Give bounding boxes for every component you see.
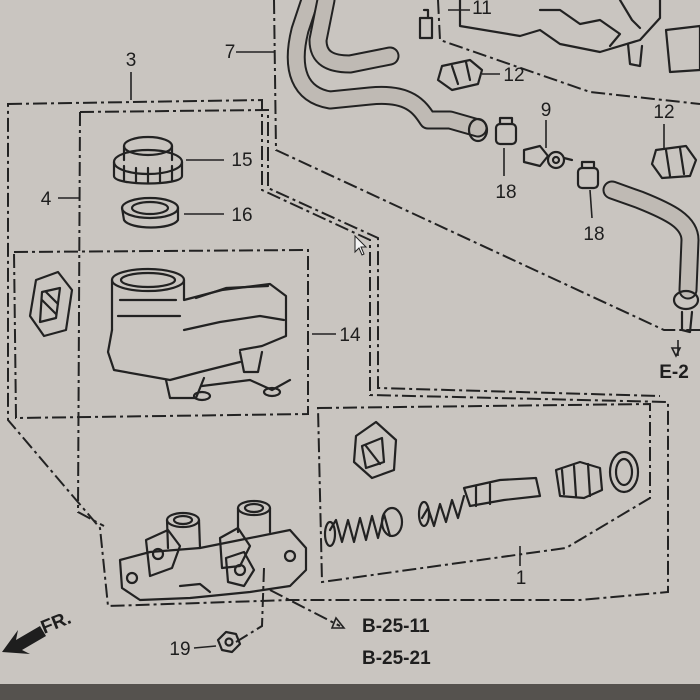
reservoir-tank [106,267,292,402]
ref-b-25-11: B-25-11 [362,616,430,637]
callout-7: 7 [225,42,236,63]
callout-14: 14 [339,325,361,346]
brake-fluid-hoses [286,0,700,334]
upper-frame-line [437,0,700,105]
ref-b-25-21: B-25-21 [362,648,431,669]
reservoir-left-line [76,111,105,527]
section-references: E-2 B-25-11 B-25-21 [362,362,689,669]
callout-19: 19 [169,639,190,660]
callout-3: 3 [126,50,137,71]
front-arrow-icon [2,626,46,654]
hose-clips [418,8,698,190]
mouse-cursor-icon [354,234,368,256]
assembly-3-boundary [7,98,669,608]
upper-unit-outline [458,0,700,74]
piston-kit-box [316,402,651,584]
callout-18-right: 18 [583,224,604,245]
callout-4: 4 [41,189,52,210]
nut-leader-line [235,567,265,643]
master-cylinder-body [118,499,308,602]
callout-16: 16 [231,205,252,226]
callout-15: 15 [231,150,252,171]
callout-18-left: 18 [495,182,516,203]
reservoir-strainer [120,196,180,229]
callout-labels: 1 3 4 7 9 11 12 12 14 15 16 18 18 19 [41,0,675,660]
group-outlines [7,0,700,643]
union-fitting [522,144,574,170]
leader-lines [58,9,682,649]
brake-line-ref-leader [269,589,341,627]
callout-12-right: 12 [653,102,674,123]
callout-1: 1 [516,568,527,589]
callout-12-top: 12 [503,65,524,86]
grease-label-tag [28,270,74,338]
reservoir-tank-box [12,248,309,420]
reservoir-group-boundary [79,108,661,397]
reservoir-cap [112,135,184,185]
callout-9: 9 [541,100,552,121]
callout-11: 11 [472,0,492,19]
nut-19 [216,630,242,654]
piston-kit [323,420,640,548]
ref-e-2: E-2 [659,362,689,383]
screen-bottom-bezel [0,684,700,700]
